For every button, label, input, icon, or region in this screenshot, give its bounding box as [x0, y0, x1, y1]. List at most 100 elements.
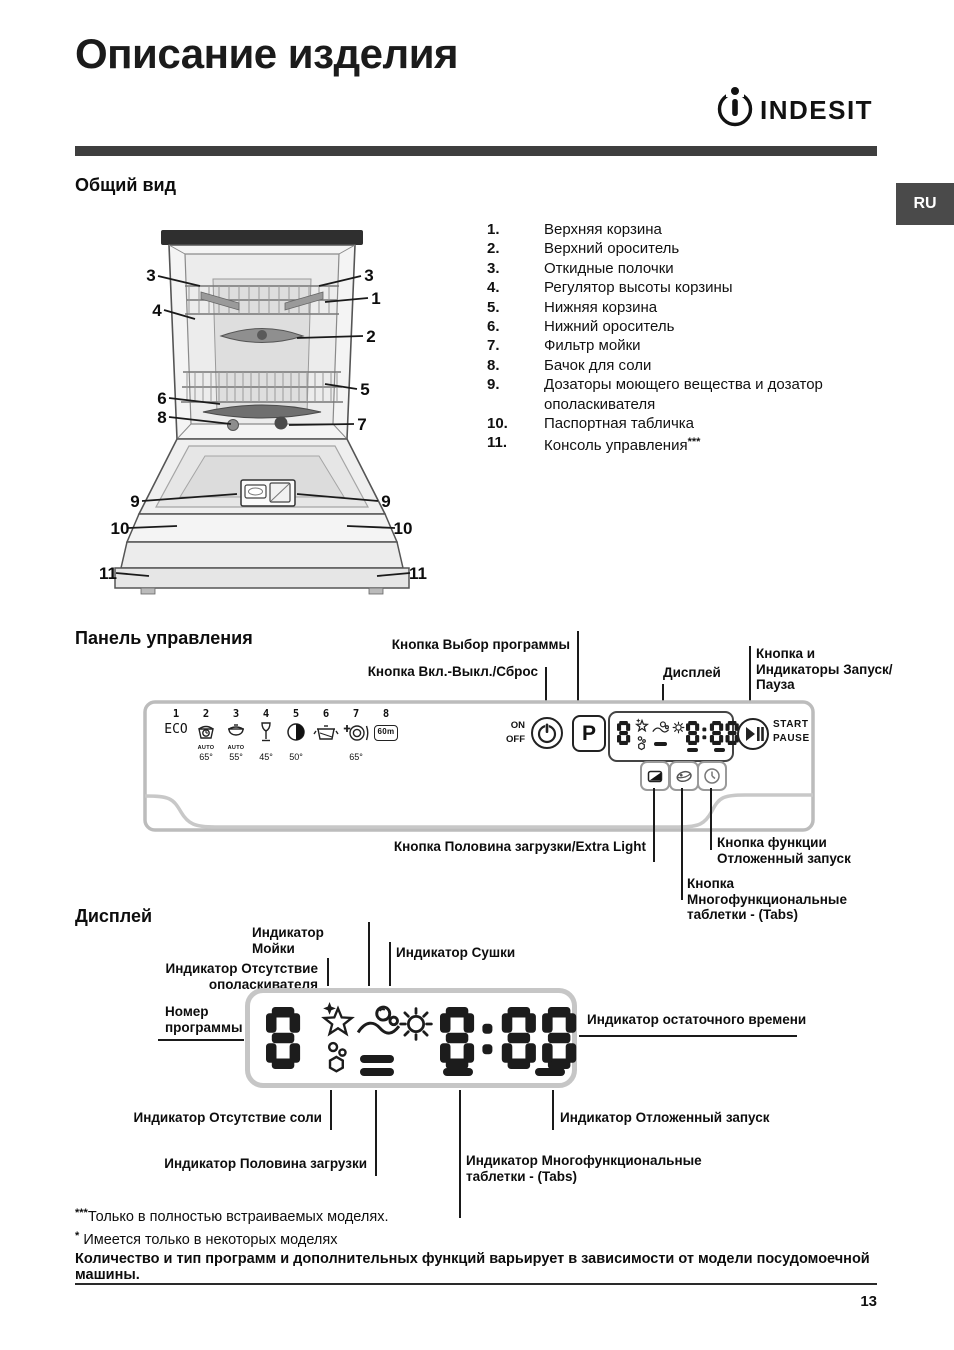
footnote-marker: ***	[75, 1207, 88, 1219]
program-item-5: 5 50°	[281, 708, 311, 763]
diagram-number-label: 6	[157, 389, 166, 408]
legend-number: 7.	[487, 337, 500, 355]
footnote-3: Количество и тип программ и дополнительн…	[75, 1251, 877, 1283]
legend-number: 1.	[487, 221, 500, 238]
filter	[274, 416, 288, 430]
program-item-2: 2 AUTO 65°	[191, 708, 221, 763]
legend-text: Верхняя корзина	[544, 221, 662, 238]
program-temp	[161, 739, 191, 750]
callout-line-on-off	[545, 667, 547, 712]
program-eco-label: ECO	[164, 722, 188, 737]
diagram-number-label: 5	[360, 380, 369, 399]
legend-number: 3.	[487, 259, 500, 277]
callout-remaining-time: Индикатор остаточного времени	[587, 1012, 807, 1027]
pot-icon	[311, 721, 341, 745]
auto-intensive-icon	[191, 721, 221, 745]
legend-number: 4.	[487, 279, 500, 297]
legend-row: 2. Верхний ороситель	[487, 239, 831, 258]
legend-row: 4. Регулятор высоты корзины	[487, 278, 831, 297]
program-label	[341, 745, 371, 752]
legend-text: Консоль управления***	[544, 436, 701, 455]
program-item-6: 6	[311, 708, 341, 763]
half-load-indicator-bar	[360, 1068, 394, 1076]
legend-text: Верхний ороситель	[544, 240, 680, 258]
salt-icon	[324, 1041, 351, 1079]
diagram-number-label: 9	[130, 492, 139, 511]
display-program-digit	[266, 1007, 301, 1074]
program-item-1: 1 ECO	[161, 708, 191, 763]
callout-wash-indicator: Индикатор Мойки	[252, 925, 324, 956]
detergent-dispenser	[240, 479, 296, 507]
display-time	[440, 1007, 577, 1074]
program-item-8: 8 60m	[371, 708, 401, 763]
fold-shelf-left	[200, 291, 240, 311]
callout-line-delayed-start-button	[710, 788, 712, 850]
brand-logo: INDESIT	[712, 82, 877, 128]
page-number: 13	[860, 1293, 877, 1310]
callout-on-off: Кнопка Вкл.-Выкл./Сброс	[367, 664, 538, 679]
section-heading-overview: Общий вид	[75, 175, 176, 195]
diagram-number-label: 10	[394, 519, 413, 538]
start-pause-button	[735, 716, 771, 757]
legend-row: 1. Верхняя корзина	[487, 220, 831, 239]
legend-number: 2.	[487, 240, 500, 258]
program-auto-label: AUTO	[197, 745, 215, 751]
program-label	[281, 745, 311, 752]
footnote-text: Только в полностью встраиваемых моделях.	[87, 1209, 389, 1225]
program-auto-label: AUTO	[227, 745, 245, 751]
legend-row: 6.Нижний ороситель	[487, 317, 831, 336]
auto-normal-icon	[221, 721, 251, 745]
indesit-ring-icon	[717, 85, 753, 127]
program-item-7: 7 65°	[341, 708, 371, 763]
start-label: START	[773, 719, 809, 730]
diagram-worktop	[161, 230, 363, 245]
section-heading-control-panel: Панель управления	[75, 628, 253, 648]
tabs-button	[669, 761, 699, 791]
callout-program-number: Номер программы	[165, 1004, 243, 1035]
delayed-start-button	[697, 761, 727, 791]
footnote-marker: ***	[687, 436, 701, 449]
half-load-indicator-bar	[654, 742, 667, 746]
play-pause-icon	[746, 727, 764, 741]
half-load-button	[640, 761, 670, 791]
callout-start-pause: Кнопка и Индикаторы Запуск/Пауза	[756, 646, 893, 693]
callout-tabs-indicator: Индикатор Многофункциональные таблетки -…	[466, 1153, 702, 1184]
callout-line-program-select	[577, 631, 579, 713]
callout-line-tabs-button	[681, 788, 683, 900]
program-item-3: 3 AUTO 55°	[221, 708, 251, 763]
program-number: 7	[352, 708, 360, 720]
diagram-number-label: 11	[409, 564, 427, 583]
program-number: 8	[382, 708, 390, 720]
footnote-text: Имеется только в некоторых моделях	[83, 1232, 338, 1248]
plate-plus-icon	[341, 721, 371, 745]
program-number: 2	[202, 708, 210, 720]
power-button	[529, 715, 565, 756]
dry-icon	[672, 721, 685, 739]
wash-icon	[356, 1005, 401, 1046]
program-number: 1	[172, 708, 180, 720]
tabs-indicator-bar	[360, 1055, 394, 1063]
legend-text: Регулятор высоты корзины	[544, 279, 733, 297]
program-temp: 45°	[259, 752, 273, 762]
callout-half-load: Кнопка Половина загрузки/Extra Light	[393, 839, 646, 854]
on-label: ON	[510, 720, 525, 731]
legend-row: 11.Консоль управления***	[487, 433, 831, 455]
callout-line-dry	[389, 942, 391, 986]
delayed-start-indicator-bar	[535, 1068, 565, 1076]
callout-line-rinse-aid	[327, 958, 329, 986]
tabs-icon	[676, 770, 692, 783]
callout-salt-indicator: Индикатор Отсутствие соли	[133, 1110, 323, 1125]
callout-line-wash	[368, 922, 370, 986]
footnote-marker: *	[75, 1230, 80, 1242]
callout-line-start-pause	[749, 646, 751, 715]
legend-text: Паспортная табличка	[544, 415, 695, 433]
delayed-start-indicator-bar	[714, 748, 725, 752]
on-off-labels: ON OFF	[493, 719, 525, 747]
program-temp	[311, 752, 341, 763]
program-select-button: P	[572, 715, 606, 752]
rinse-aid-icon	[634, 718, 650, 737]
callout-rinse-aid-indicator: Индикатор Отсутствие ополаскивателя	[165, 961, 318, 992]
callout-tabs: Кнопка Многофункциональные таблетки - (T…	[687, 876, 847, 923]
diagram-number-label: 10	[111, 519, 130, 538]
